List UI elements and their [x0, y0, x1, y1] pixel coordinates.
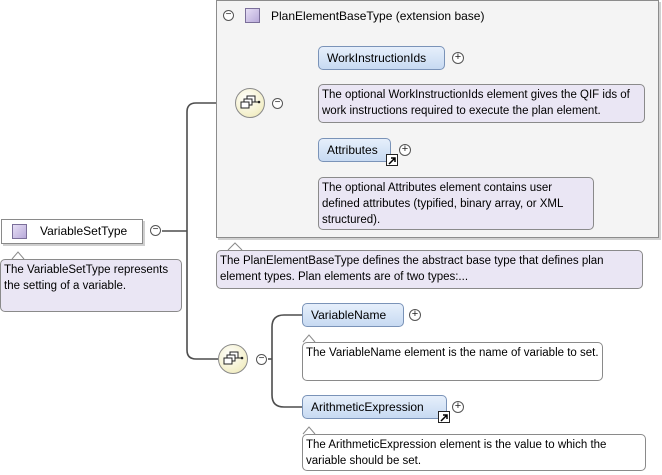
extension-title: PlanElementBaseType (extension base) — [271, 9, 485, 23]
expand-variable-name-icon[interactable]: + — [409, 309, 421, 321]
arithmetic-expression-doc: The ArithmeticExpression element is the … — [302, 434, 646, 471]
complex-type-icon — [245, 8, 260, 23]
variable-set-type-label: VariableSetType — [40, 224, 128, 238]
work-instruction-ids-doc-text: The optional WorkInstructionIds element … — [322, 89, 630, 117]
sequence-glyph-icon — [240, 95, 261, 109]
arithmetic-expression-element[interactable]: ArithmeticExpression — [302, 395, 447, 419]
variable-set-type-node[interactable]: VariableSetType — [1, 219, 143, 244]
work-instruction-ids-element[interactable]: WorkInstructionIds — [318, 46, 445, 70]
expand-arithmetic-expression-icon[interactable]: + — [452, 401, 464, 413]
arithmetic-expression-label: ArithmeticExpression — [311, 400, 424, 414]
extension-doc: The PlanElementBaseType defines the abst… — [216, 250, 643, 289]
reference-arrow-icon — [438, 411, 450, 423]
complex-type-icon — [12, 224, 27, 239]
variable-set-type-doc-text: The VariableSetType represents the setti… — [4, 264, 169, 292]
variable-name-doc: The VariableName element is the name of … — [302, 342, 603, 381]
extension-doc-text: The PlanElementBaseType defines the abst… — [220, 255, 604, 283]
arithmetic-expression-doc-text: The ArithmeticExpression element is the … — [306, 439, 607, 467]
expand-work-instruction-ids-icon[interactable]: + — [452, 52, 464, 64]
reference-arrow-icon — [386, 154, 398, 166]
expand-attributes-icon[interactable]: + — [399, 144, 411, 156]
collapse-sequence-icon[interactable]: − — [256, 354, 267, 365]
collapse-extension-icon[interactable]: − — [223, 10, 234, 21]
sequence-compositor-icon[interactable] — [235, 88, 265, 118]
collapse-root-icon[interactable]: − — [150, 225, 161, 236]
work-instruction-ids-label: WorkInstructionIds — [327, 51, 427, 65]
variable-name-doc-text: The VariableName element is the name of … — [306, 347, 599, 359]
attributes-doc: The optional Attributes element contains… — [318, 177, 594, 230]
variable-name-element[interactable]: VariableName — [302, 303, 404, 327]
variable-name-label: VariableName — [311, 308, 387, 322]
attributes-doc-text: The optional Attributes element contains… — [322, 182, 563, 226]
attributes-element[interactable]: Attributes — [318, 138, 391, 162]
attributes-label: Attributes — [327, 143, 378, 157]
variable-set-type-doc: The VariableSetType represents the setti… — [0, 259, 182, 312]
collapse-sequence-icon[interactable]: − — [272, 98, 283, 109]
sequence-glyph-icon — [223, 351, 244, 365]
sequence-compositor-icon[interactable] — [218, 344, 248, 374]
work-instruction-ids-doc: The optional WorkInstructionIds element … — [318, 84, 645, 123]
